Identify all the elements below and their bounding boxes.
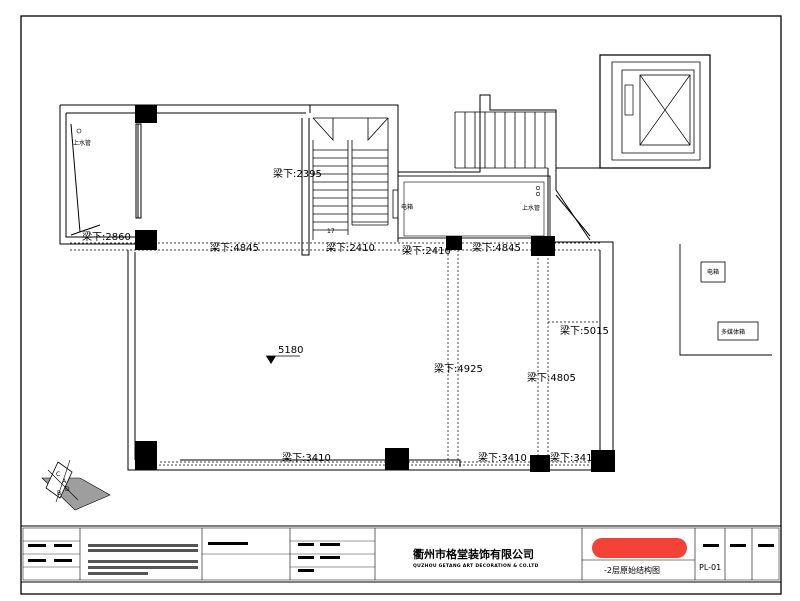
wall-left-room [59, 105, 135, 245]
company-name: 衢州市格堂装饰有限公司 [413, 547, 534, 561]
beam-label: 梁下:3410 [282, 451, 331, 464]
water-supply-label: 上水管 [73, 139, 91, 147]
plan-walls [59, 94, 614, 471]
column [591, 450, 615, 472]
wall-diagonal-right [555, 168, 591, 241]
water-pipe-left-symbol [76, 128, 82, 134]
orientation-compass: C A D B [41, 459, 111, 511]
beam-label: 梁下:4845 [210, 241, 259, 254]
compass-letter: C [56, 471, 60, 478]
multimedia-box-label: 多媒体箱 [721, 328, 745, 336]
column [135, 441, 157, 470]
electric-box-mid-symbol [392, 189, 399, 219]
elevation-value: 5180 [278, 345, 303, 356]
electric-box-right-symbol [700, 261, 726, 283]
wall-diagonal-right-inner [555, 194, 591, 237]
electric-box-label: 电箱 [401, 203, 413, 211]
column [531, 236, 555, 256]
wall-slant [70, 123, 81, 233]
column [446, 236, 462, 250]
electric-box-label: 电箱 [707, 268, 719, 276]
wall-top [60, 104, 311, 113]
column [530, 455, 550, 472]
title-block: 衢州市格堂装饰有限公司 QUZHOU GETANG ART DECORATION… [20, 525, 782, 583]
wall-stair-top [310, 94, 600, 173]
red-stamp-redaction [592, 538, 687, 558]
beam-label: 梁下:5015 [560, 324, 609, 337]
water-supply-label: 上水管 [522, 204, 540, 212]
column [385, 448, 409, 470]
adjacent-room-wall [679, 244, 772, 356]
compass-letter: A [62, 478, 67, 485]
company-name-en: QUZHOU GETANG ART DECORATION & CO.LTD [413, 563, 539, 569]
stair-step-count: 17 [327, 228, 335, 235]
beam-label: 梁下:2860 [82, 230, 131, 243]
stair-flight-upper [454, 111, 556, 169]
beam-label: 梁下:4925 [434, 362, 483, 375]
wall-hall-right [603, 241, 614, 470]
beam-lines [70, 242, 600, 466]
stair-flight [312, 117, 389, 240]
elevator-shaft [599, 54, 711, 169]
beam-height-labels: 梁下:2395 梁下:2860 梁下:4845 梁下:2410 梁下:2410 … [82, 167, 609, 464]
drawing-frame [20, 15, 782, 595]
structural-columns [135, 105, 615, 472]
wall-hall-outer [127, 250, 610, 471]
wall-left-room-inner [65, 113, 135, 238]
beam-label: 梁下:4805 [527, 371, 576, 384]
compass-letter: D [65, 486, 70, 493]
drawing-title: -2层原始结构图 [604, 565, 660, 575]
beam-label: 梁下:3410 [550, 451, 599, 464]
multimedia-box-symbol [717, 321, 759, 341]
beam-label: 梁下:2395 [273, 167, 322, 180]
elevation-marker: 5180 [266, 345, 303, 364]
beam-label: 梁下:4845 [472, 241, 521, 254]
drawing-number: PL-01 [699, 563, 721, 572]
column [135, 230, 157, 250]
compass-letter: B [57, 490, 61, 497]
beam-label: 梁下:3410 [478, 451, 527, 464]
partition-stair [301, 118, 310, 256]
column [135, 105, 157, 123]
beam-label: 梁下:2410 [326, 241, 375, 254]
wall-diagonal [70, 224, 101, 236]
beam-label: 梁下:2410 [402, 244, 451, 257]
